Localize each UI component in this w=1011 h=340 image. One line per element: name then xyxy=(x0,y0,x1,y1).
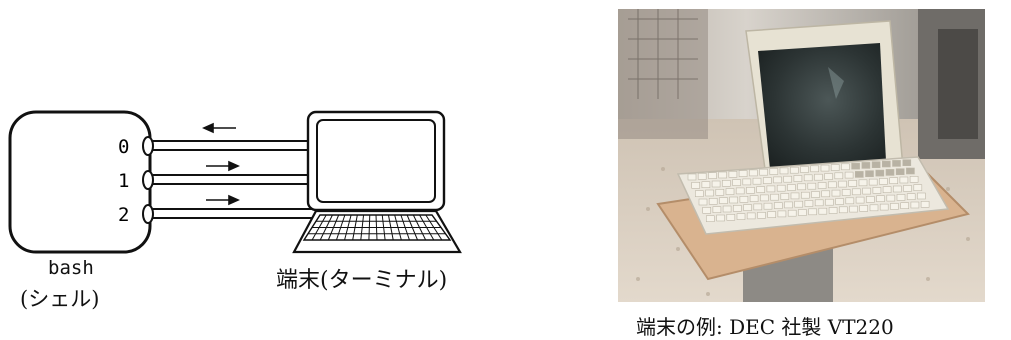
shell-name: bash xyxy=(48,257,94,279)
terminal-label: 端末(ターミナル) xyxy=(276,268,448,293)
fd-port-1 xyxy=(142,170,154,190)
stream-pipe-1 xyxy=(153,174,310,185)
photo-caption: 端末の例: DEC 社製 VT220 xyxy=(636,315,894,339)
fd-port-0 xyxy=(142,136,154,156)
arrow-right-icon xyxy=(206,160,240,172)
fd-label-1: 1 xyxy=(118,170,129,192)
fd-label-0: 0 xyxy=(118,136,129,158)
stream-pipe-0 xyxy=(153,140,310,151)
shell-terminal-diagram: 0 1 2 xyxy=(8,110,462,254)
stream-pipe-2 xyxy=(153,208,312,219)
fd-port-2 xyxy=(142,204,154,224)
arrow-right-icon xyxy=(206,194,240,206)
fd-label-2: 2 xyxy=(118,204,129,226)
vt220-photo xyxy=(618,9,985,302)
terminal-icon xyxy=(292,110,462,254)
shell-subtitle: (シェル) xyxy=(20,287,100,311)
arrow-left-icon xyxy=(202,122,236,134)
